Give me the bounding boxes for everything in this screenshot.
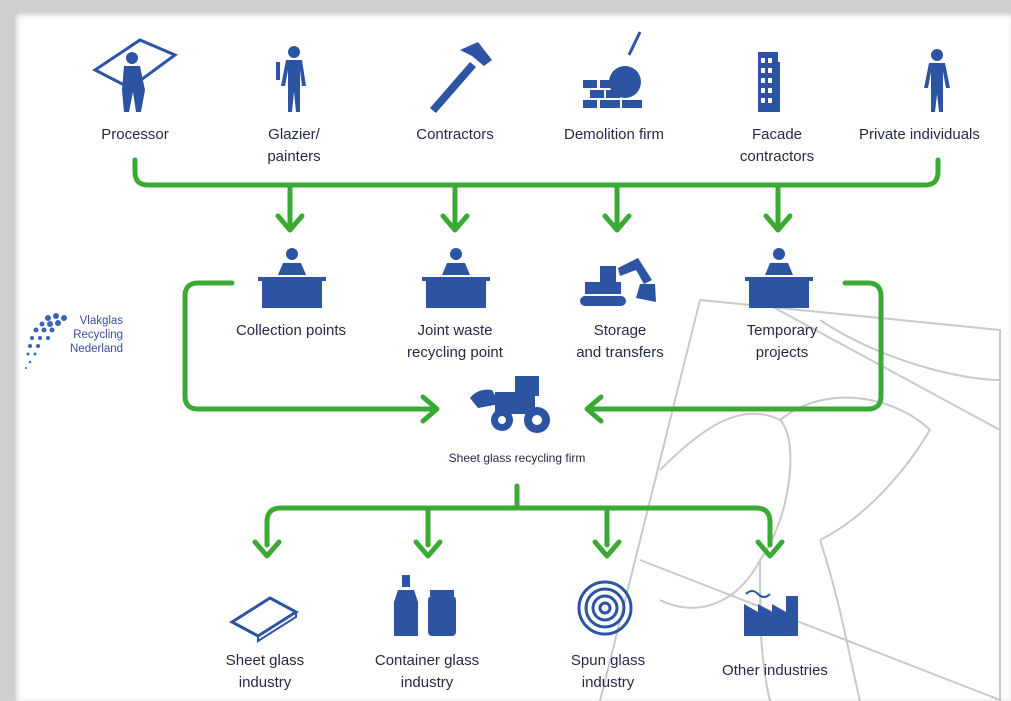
excavator-icon [580,258,656,306]
source-label-facade: Facade contractors [739,126,815,165]
source-label-contractors: Contractors [416,126,494,143]
worker-container-icon [422,248,490,308]
vlakglas-logo-mark [25,313,67,369]
glazier-person-icon [276,46,306,112]
background-glass-sketch [599,299,1001,701]
collection-label-temporary: Temporary projects [746,322,818,361]
wrecking-ball-icon [583,31,642,108]
wheel-loader-icon [470,376,550,433]
glass-pane-carrier-icon [92,38,179,112]
source-label-private: Private individuals [859,126,980,143]
processor-label: Sheet glass recycling firm [448,451,586,465]
outlet-label-spun: Spun glass industry [570,652,646,691]
building-icon [758,52,780,112]
arrow-heads [252,213,793,559]
collection-label-storage: Storage and transfers [576,322,664,361]
collection-label-points: Collection points [235,322,347,339]
source-label-demolition: Demolition firm [563,126,665,143]
flow-arrows [132,157,941,548]
glass-sheet-icon [229,596,299,643]
outlet-label-sheet: Sheet glass industry [225,652,305,691]
bottle-jar-icon [394,575,456,636]
spiral-coil-icon [577,580,633,636]
vlakglas-logo-text: Vlakglas Recycling Nederland [70,315,124,355]
collection-label-joint: Joint waste recycling point [407,322,503,361]
factory-icon [744,590,798,636]
source-label-processor: Processor [101,126,169,143]
worker-container-icon [258,248,326,308]
outlet-label-other: Other industries [722,662,828,679]
outlet-label-container: Container glass industry [374,652,480,691]
worker-container-icon [745,248,813,308]
hammer-icon [430,42,492,113]
person-icon [924,49,950,112]
source-label-glazier: Glazier/ painters [267,126,321,165]
